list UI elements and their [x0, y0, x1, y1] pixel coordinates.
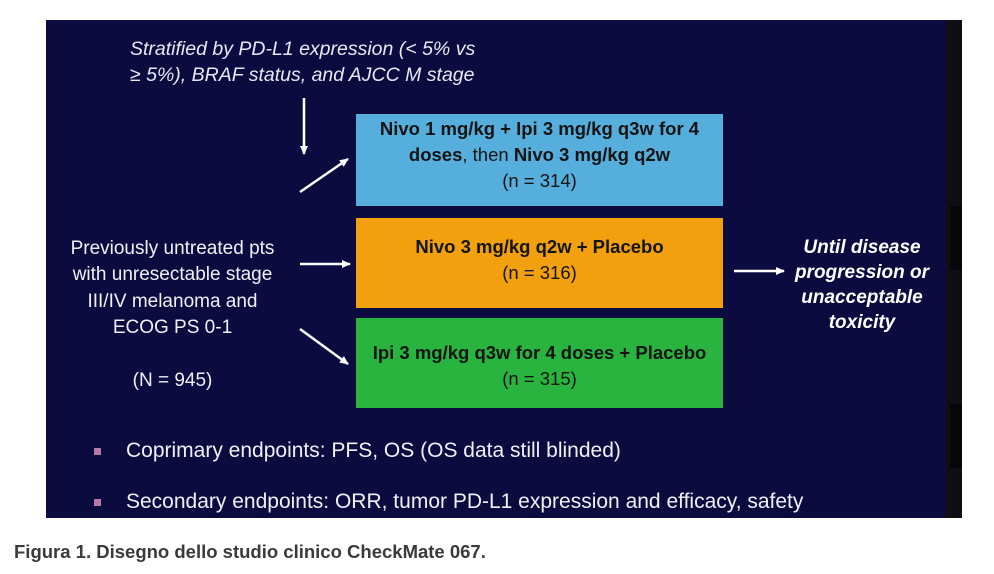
video-edge-strip: [946, 20, 962, 518]
arm-nivo-ipi-regimen: Nivo 1 mg/kg + Ipi 3 mg/kg q3w for 4: [379, 118, 700, 139]
arm-ipi-box: Ipi 3 mg/kg q3w for 4 doses + Placebo (n…: [356, 318, 723, 408]
arm-ipi-count: (n = 315): [502, 368, 577, 389]
figure-caption: Figura 1. Disegno dello studio clinico C…: [14, 541, 486, 562]
endpoint-secondary-text: Secondary endpoints: ORR, tumor PD-L1 ex…: [126, 490, 804, 513]
arm-nivo-ipi-doses: doses: [408, 144, 463, 165]
arrow-to-arm-nivo-ipi: [299, 157, 349, 194]
arrow-to-arm-ipi: [299, 327, 349, 366]
arm-nivo-ipi-count: (n = 314): [502, 170, 577, 191]
stratification-note: Stratified by PD-L1 expression (< 5% vs …: [130, 38, 476, 86]
edge-mark: [950, 404, 962, 468]
edge-mark: [950, 206, 962, 270]
arm-nivo-box: Nivo 3 mg/kg q2w + Placebo (n = 316): [356, 218, 723, 308]
arm-nivo-ipi-connector: , then: [462, 144, 514, 165]
bullet-square-icon: [94, 448, 101, 455]
bullet-square-icon: [94, 499, 101, 506]
arm-nivo-ipi-maintenance: Nivo 3 mg/kg q2w: [513, 144, 671, 165]
arm-nivo-count: (n = 316): [502, 262, 577, 283]
population-description: Previously untreated pts with unresectab…: [70, 237, 275, 339]
endpoint-coprimary-text: Coprimary endpoints: PFS, OS (OS data st…: [126, 439, 621, 462]
population-count: (N = 945): [132, 370, 213, 391]
outcome-text: Until disease progression or unacceptabl…: [794, 237, 930, 333]
arm-ipi-regimen: Ipi 3 mg/kg q3w for 4 doses + Placebo: [372, 342, 707, 363]
flow-arrows: [299, 98, 785, 366]
arm-nivo-regimen: Nivo 3 mg/kg q2w + Placebo: [415, 236, 664, 257]
arm-nivo-ipi-box: Nivo 1 mg/kg + Ipi 3 mg/kg q3w for 4 dos…: [356, 114, 723, 206]
slide-background: Stratified by PD-L1 expression (< 5% vs …: [46, 20, 946, 518]
population-block: Previously untreated pts with unresectab…: [60, 209, 285, 395]
